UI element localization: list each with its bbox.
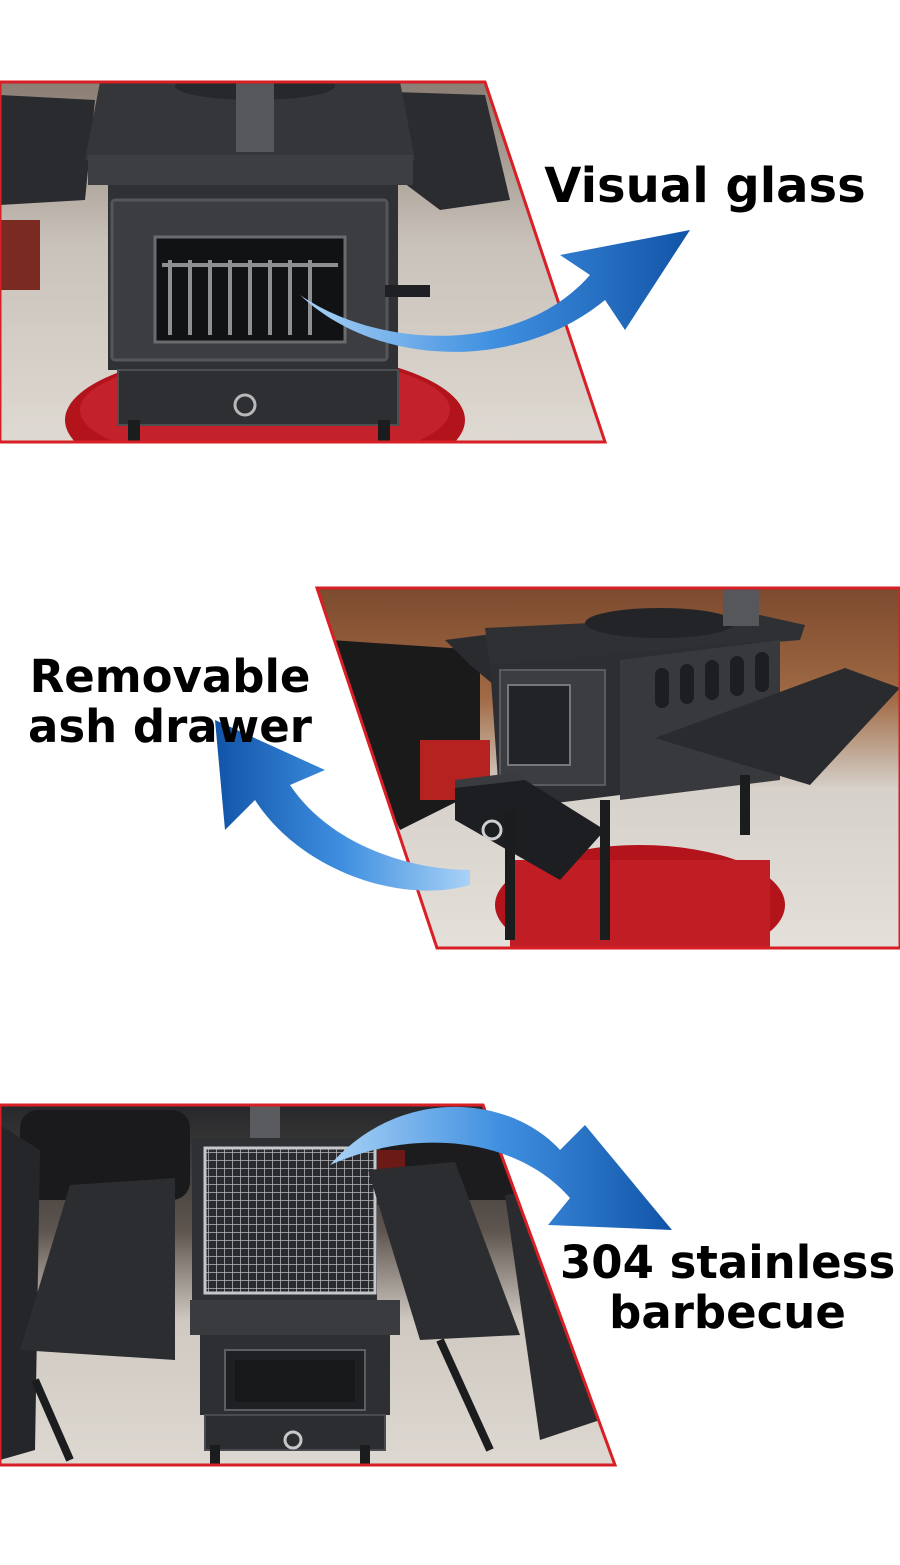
feature-label-line: Visual glass [544,158,866,214]
feature-label-line: barbecue [609,1286,846,1340]
feature-label-visual-glass: Visual glass [540,158,870,214]
feature-label-barbecue: 304 stainless barbecue [560,1236,896,1340]
feature-label-line: 304 stainless [560,1236,896,1289]
feature-label-line: Removable [29,650,311,703]
feature-label-ash-drawer: Removable ash drawer [10,650,330,754]
curved-arrow-icon [215,720,470,891]
photo-panel-visual-glass [0,80,690,444]
curved-arrow-icon [300,230,690,352]
curved-arrow-icon [330,1106,672,1230]
feature-label-line: ash drawer [28,700,312,754]
photo-panel-ash-drawer [215,586,900,950]
